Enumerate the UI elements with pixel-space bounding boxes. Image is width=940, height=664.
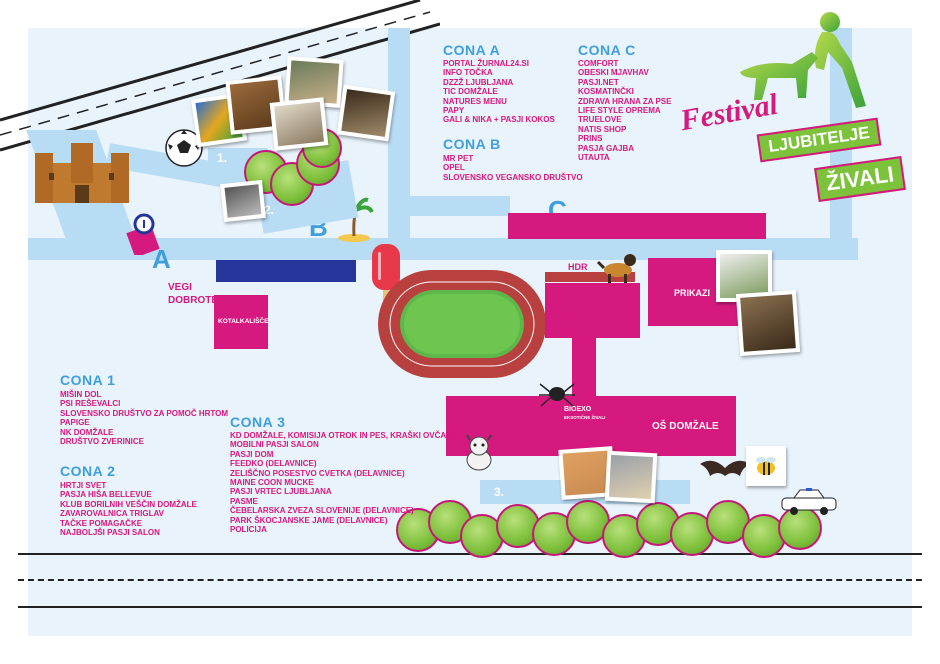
zone-c-stand[interactable]: [508, 213, 766, 239]
zone-c-item: PASJA GAJBA: [578, 143, 635, 153]
vegi-label: VEGI: [168, 282, 192, 293]
festival-logo-silhouette: [740, 12, 866, 108]
zone-a-item: PAPY: [443, 106, 465, 116]
central-zone-top[interactable]: [545, 283, 640, 338]
zone-2-item: PASJA HIŠA BELLEVUE: [60, 490, 152, 500]
zone-a-title: CONA A: [443, 42, 501, 58]
photo-poodles: [604, 450, 658, 504]
road-edge-bottom: [18, 606, 922, 608]
path-vertical-center: [388, 28, 410, 260]
zone-3-item: PASME: [230, 496, 258, 506]
dog-icon: [466, 434, 492, 471]
zone-c-item: OBESKI MJAVHAV: [578, 68, 649, 78]
photo-horse-running: [735, 289, 801, 357]
zone-c-item: PASJI.NET: [578, 77, 619, 87]
zone-letter-a: A: [152, 244, 171, 274]
zone-c-item: ZDRAVA HRANA ZA PSE: [578, 96, 672, 106]
zone-c-title: CONA C: [578, 42, 636, 58]
os-domzale-area[interactable]: [446, 396, 736, 456]
photo-greyhound: [336, 84, 396, 142]
area-1-label: 1.: [217, 151, 228, 165]
zone-2-item: TAČKE POMAGAČKE: [60, 518, 143, 528]
location-pin-icon[interactable]: [124, 210, 164, 255]
zone-c-item: UTAUTA: [578, 153, 610, 163]
zone-2-item: HRTJI SVET: [60, 481, 107, 490]
hdr-label: HDR: [568, 262, 588, 272]
zone-3-item: KD DOMŽALE, KOMISIJA OTROK IN PES, KRAŠK…: [230, 431, 459, 440]
zone-1-item: PSI REŠEVALCI: [60, 399, 121, 409]
kotalkalisce-label: KOTALKALIŠČE: [218, 318, 269, 325]
zone-c-item: LIFE STYLE OPREMA: [578, 106, 661, 116]
path-main-horizontal: [28, 238, 858, 260]
zone-a-item: NATURES MENU: [443, 96, 507, 106]
dobrote-label: DOBROTE: [168, 295, 218, 306]
area-3-label: 3.: [494, 485, 505, 499]
zone-c-item: NATIS SHOP: [578, 124, 627, 134]
zone-2-item: NAJBOLJŠI PASJI SALON: [60, 528, 160, 538]
athletics-track: [378, 270, 546, 378]
tree: [778, 506, 822, 550]
zone-1-item: PAPIGE: [60, 418, 90, 428]
zone-2-item: KLUB BORILNIH VEŠČIN DOMŽALE: [60, 499, 197, 509]
zone-a-item: PORTAL ŽURNAL24.SI: [443, 59, 529, 68]
path-connector: [410, 196, 510, 216]
zone-3-item: PARK ŠKOCJANSKE JAME (DELAVNICE): [230, 515, 388, 525]
zone-c-item: COMFORT: [578, 59, 619, 68]
zone-3-item: ČEBELARSKA ZVEZA SLOVENIJE (DELAVNICE): [230, 506, 414, 516]
zone-1-item: NK DOMŽALE: [60, 427, 114, 437]
prikazi-label: PRIKAZI: [674, 288, 710, 298]
zone-3-title: CONA 3: [230, 414, 286, 430]
zone-a-item: INFO TOČKA: [443, 68, 493, 78]
zone-c-list: COMFORT OBESKI MJAVHAV PASJI.NET KOSMATI…: [578, 59, 671, 162]
bat-icon: [700, 460, 750, 476]
zone-3-item: MOBILNI PASJI SALON: [230, 440, 319, 450]
bee-icon-frame: [746, 446, 786, 486]
zone-c-item: TRUELOVE: [578, 115, 622, 125]
bee-icon: [756, 457, 776, 475]
road-center-line: [18, 579, 922, 581]
zone-b-title: CONA B: [443, 136, 501, 152]
zone-b-item: SLOVENSKO VEGANSKO DRUŠTVO: [443, 172, 583, 182]
zone-b-list: MR PET OPEL SLOVENSKO VEGANSKO DRUŠTVO: [443, 154, 583, 182]
zone-3-item: PASJI DOM: [230, 449, 274, 459]
os-domzale-label: OŠ DOMŽALE: [652, 421, 719, 432]
zone-c-item: PRINS: [578, 134, 603, 144]
zone-2-item: ZAVAROVALNICA TRIGLAV: [60, 509, 164, 519]
biodexo-sub-label: EKSOTIČNE ŽIVALI: [564, 415, 606, 420]
zone-1-title: CONA 1: [60, 372, 116, 388]
castle-icon: [35, 143, 129, 203]
zone-c-item: KOSMATINČKI: [578, 87, 634, 97]
zone-1-item: MIŠIN DOL: [60, 390, 102, 399]
zone-1-item: SLOVENSKO DRUŠTVO ZA POMOČ HRTOM: [60, 408, 229, 418]
stand-zone-a[interactable]: [216, 260, 356, 282]
zone-3-list: KD DOMŽALE, KOMISIJA OTROK IN PES, KRAŠK…: [230, 431, 459, 534]
zone-a-item: GALI & NIKA + PASJI KOKOS: [443, 115, 555, 125]
dog-icon: [596, 254, 636, 283]
road-diagonal: [0, 0, 440, 152]
area-2-label: 2.: [264, 203, 275, 217]
hdr-path: [545, 272, 635, 282]
zone-3-item: POLICIJA: [230, 525, 267, 535]
photo-ferret: [269, 97, 329, 151]
zone-1-list: MIŠIN DOL PSI REŠEVALCI SLOVENSKO DRUŠTV…: [60, 390, 228, 446]
zone-b-item: MR PET: [443, 154, 474, 163]
police-car-icon: [781, 488, 837, 515]
zone-3-item: ZELIŠČNO POSESTVO CVETKA (DELAVNICE): [230, 468, 405, 478]
zone-1-item: DRUŠTVO ZVERINICE: [60, 437, 145, 447]
zone-b-item: OPEL: [443, 163, 465, 173]
soccer-ball-icon: [165, 129, 203, 167]
biodexo-label: BIOEXO: [564, 406, 592, 413]
zone-3-item: PASJI VRTEC LJUBLJANA: [230, 487, 332, 497]
photo-greyhound-2: [220, 179, 266, 223]
zone-2-title: CONA 2: [60, 463, 116, 479]
kotalkalisce-area[interactable]: [214, 295, 268, 349]
zone-3-item: FEEDKO (DELAVNICE): [230, 459, 317, 469]
spider-icon: [539, 383, 575, 407]
zone-a-item: TIC DOMŽALE: [443, 87, 498, 97]
zone-2-list: HRTJI SVET PASJA HIŠA BELLEVUE KLUB BORI…: [60, 481, 197, 537]
central-zone-connector[interactable]: [572, 338, 596, 398]
zone-a-item: DZZŽ LJUBLJANA: [443, 77, 514, 87]
zone-a-list: PORTAL ŽURNAL24.SI INFO TOČKA DZZŽ LJUBL…: [443, 59, 555, 125]
zone-3-item: MAINE COON MUCKE: [230, 478, 314, 488]
